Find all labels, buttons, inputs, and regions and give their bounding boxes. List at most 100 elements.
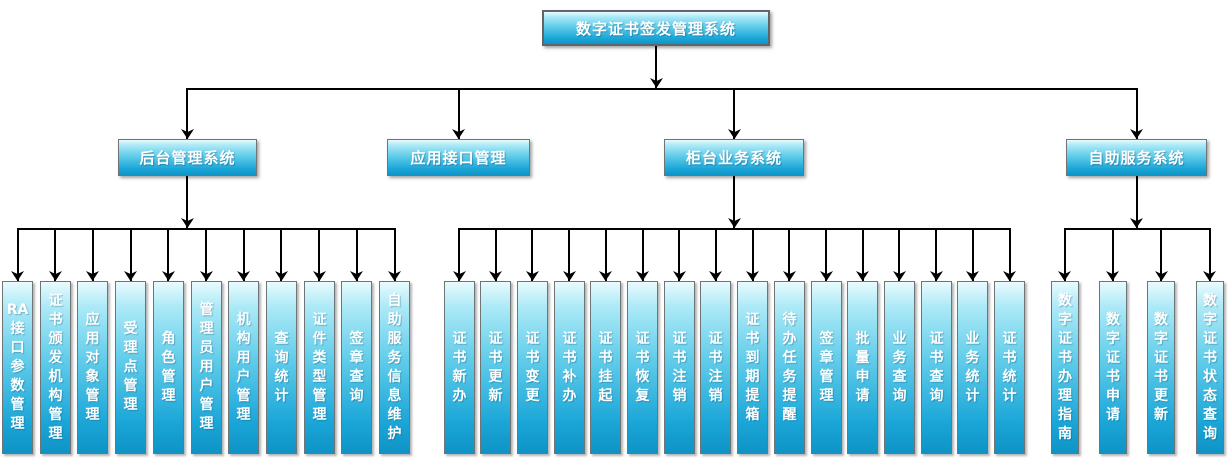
leaf-node-char: 箱: [745, 406, 760, 423]
leaf-node-char: 理: [10, 416, 25, 432]
leaf-node-char: 务: [892, 349, 907, 366]
leaf-node-char: 管: [312, 387, 327, 404]
leaf-node: 证书变更: [517, 281, 548, 454]
connector-leaf-drop: [862, 228, 864, 281]
leaf-node: 证书统计: [994, 281, 1025, 454]
leaf-node-char: 理: [312, 406, 327, 423]
connector-leaf-drop: [243, 228, 245, 281]
leaf-node-char: 理: [48, 425, 63, 442]
leaf-node-char: 字: [1203, 311, 1217, 328]
leaf-node: 证书补办: [554, 281, 585, 454]
connector-group-drop: [733, 176, 735, 228]
leaf-node-char: 书: [488, 349, 503, 366]
leaf-node-char: 询: [349, 387, 364, 404]
connector-group-bus: [1064, 228, 1211, 230]
leaf-node-char: 机: [236, 311, 251, 328]
leaf-node-char: 户: [199, 378, 214, 394]
arrow-down-icon: [86, 271, 99, 281]
leaf-node-char: 角: [161, 330, 176, 347]
branch-node-counter-business: 柜台业务系统: [664, 139, 804, 176]
leaf-node-char: 查: [349, 368, 364, 385]
arrow-down-icon: [1203, 271, 1216, 281]
connector-branch-drop: [186, 88, 188, 139]
leaf-node-char: 办: [782, 330, 797, 347]
leaf-node-char: 护: [387, 425, 402, 442]
arrow-down-icon: [453, 271, 466, 281]
leaf-node-char: 息: [387, 387, 402, 404]
branch-node-backend-management: 后台管理系统: [118, 139, 257, 176]
leaf-node-char: 证: [48, 292, 63, 309]
connector-leaf-drop: [356, 228, 358, 281]
connector-leaf-drop: [898, 228, 900, 281]
leaf-node-char: 接: [10, 321, 25, 337]
leaf-node-char: 务: [965, 349, 980, 366]
leaf-node-char: 新: [1154, 406, 1168, 423]
arrow-down-icon: [1130, 218, 1143, 228]
connector-leaf-drop: [1160, 228, 1162, 281]
connector-leaf-drop: [92, 228, 94, 281]
leaf-node-char: 型: [312, 368, 327, 385]
leaf-node-char: 办: [1058, 368, 1072, 385]
leaf-node-char: 统: [965, 368, 980, 385]
leaf-node-char: 补: [562, 368, 577, 385]
arrow-down-icon: [728, 129, 741, 139]
leaf-node-char: 证: [1106, 349, 1120, 366]
arrow-down-icon: [489, 271, 502, 281]
leaf-node: 证书更新: [480, 281, 511, 454]
connector-branch-drop: [1136, 88, 1138, 139]
connector-branch-drop: [733, 88, 735, 139]
leaf-node-char: 参: [10, 359, 25, 375]
leaf-node-char: 更: [525, 387, 540, 404]
leaf-node-char: 理: [236, 406, 251, 423]
leaf-node-char: 理: [123, 340, 138, 356]
leaf-node-char: 机: [48, 368, 63, 385]
leaf-node-char: 证: [488, 330, 503, 347]
arrow-down-icon: [893, 271, 906, 281]
leaf-node-char: 书: [525, 349, 540, 366]
connector-leaf-drop: [318, 228, 320, 281]
connector-root-drop: [655, 46, 657, 88]
leaf-node-char: 查: [274, 330, 289, 347]
leaf-node-char: 管: [199, 302, 214, 318]
connector-leaf-drop: [752, 228, 754, 281]
leaf-node-char: 查: [1203, 406, 1217, 423]
leaf-node: 证书注销: [700, 281, 731, 454]
leaf-node-char: 证: [745, 311, 760, 328]
leaf-node-char: 字: [1058, 311, 1072, 328]
leaf-node-char: 书: [452, 349, 467, 366]
arrow-down-icon: [275, 271, 288, 281]
leaf-node-char: 维: [387, 406, 402, 423]
leaf-node-char: 计: [965, 387, 980, 404]
leaf-node-char: 务: [782, 368, 797, 385]
arrow-down-icon: [728, 218, 741, 228]
leaf-node-char: 指: [1058, 406, 1072, 423]
leaf-node: 证书恢复: [627, 281, 658, 454]
leaf-node-char: 服: [387, 330, 402, 347]
leaf-node-char: 色: [161, 349, 176, 366]
leaf-node-char: 用: [236, 349, 251, 366]
leaf-node-char: 书: [745, 330, 760, 347]
leaf-node-char: 证: [635, 330, 650, 347]
leaf-node-char: 证: [1154, 349, 1168, 366]
leaf-node-char: 书: [1203, 349, 1217, 366]
leaf-node-char: 书: [1058, 349, 1072, 366]
leaf-node-char: 管: [199, 397, 214, 413]
leaf-node-char: 业: [892, 330, 907, 347]
connector-leaf-drop: [1064, 228, 1066, 281]
leaf-node: 数字证书办理指南: [1051, 281, 1079, 454]
leaf-node-char: 对: [85, 349, 100, 366]
arrow-down-icon: [746, 271, 759, 281]
leaf-node-char: 计: [1002, 387, 1017, 404]
leaf-node-char: 醒: [782, 406, 797, 423]
leaf-node-char: 颁: [48, 330, 63, 347]
leaf-node: 业务统计: [957, 281, 988, 454]
leaf-node-char: 提: [782, 387, 797, 404]
arrow-down-icon: [452, 129, 465, 139]
arrow-down-icon: [820, 271, 833, 281]
connector-leaf-drop: [495, 228, 497, 281]
leaf-node-char: 更: [488, 368, 503, 385]
leaf-node-char: 恢: [635, 368, 650, 385]
leaf-node-char: 证: [929, 330, 944, 347]
leaf-node-char: 证: [1002, 330, 1017, 347]
leaf-node-char: 询: [929, 387, 944, 404]
